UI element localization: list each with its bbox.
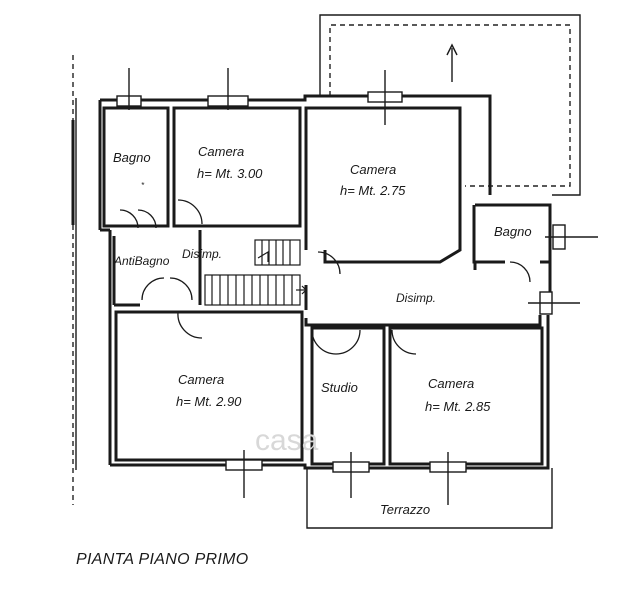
room-camera-3: Camera h= Mt. 2.90 (114, 310, 304, 462)
room-height: h= Mt. 2.75 (340, 183, 406, 198)
room-camera-1: Camera h= Mt. 3.00 (172, 106, 302, 228)
room-bagno-right: Bagno (472, 205, 550, 264)
windows (116, 68, 598, 505)
left-boundary (71, 55, 77, 505)
room-height: h= Mt. 2.85 (425, 399, 491, 414)
room-height: h= Mt. 3.00 (197, 166, 263, 181)
room-label: Disimp. (182, 247, 222, 261)
door-swing (169, 277, 193, 301)
room-camera-4: Camera h= Mt. 2.85 (388, 326, 544, 466)
door-swing (137, 209, 157, 229)
room-label: Bagno (494, 224, 532, 239)
room-bagno-left: Bagno * (102, 106, 170, 228)
door-swing (317, 251, 341, 275)
room-label: Terrazzo (380, 502, 430, 517)
doors (119, 199, 531, 355)
door-swing (311, 329, 337, 355)
room-terrazzo: Terrazzo (306, 468, 553, 529)
room-antibagno: AntiBagno (112, 236, 170, 307)
door-swing (177, 311, 203, 339)
room-label: Disimp. (396, 291, 436, 305)
room-label: AntiBagno (113, 254, 170, 268)
door-swing (177, 199, 203, 225)
room-camera-2: Camera h= Mt. 2.75 (304, 106, 462, 264)
room-label: Camera (350, 162, 396, 177)
door-swing (141, 277, 165, 301)
door-swing (335, 329, 361, 355)
staircase (204, 239, 307, 306)
door-swing (509, 261, 531, 283)
room-label: Camera (178, 372, 224, 387)
room-label: Bagno (113, 150, 151, 165)
arrow-head-icon (446, 43, 458, 56)
room-label: Camera (428, 376, 474, 391)
room-height: h= Mt. 2.90 (176, 394, 242, 409)
room-disimp-1: Disimp. (182, 230, 222, 305)
room-studio: Studio (310, 326, 386, 466)
door-swing (119, 209, 139, 229)
upper-terrace-outline (319, 14, 581, 196)
room-disimp-2: Disimp. (304, 262, 542, 327)
room-label: Camera (198, 144, 244, 159)
room-label: Studio (321, 380, 358, 395)
svg-text:*: * (141, 181, 145, 190)
plan-title: PIANTA PIANO PRIMO (76, 551, 249, 568)
door-swing (391, 329, 417, 355)
watermark: casa (255, 424, 319, 457)
